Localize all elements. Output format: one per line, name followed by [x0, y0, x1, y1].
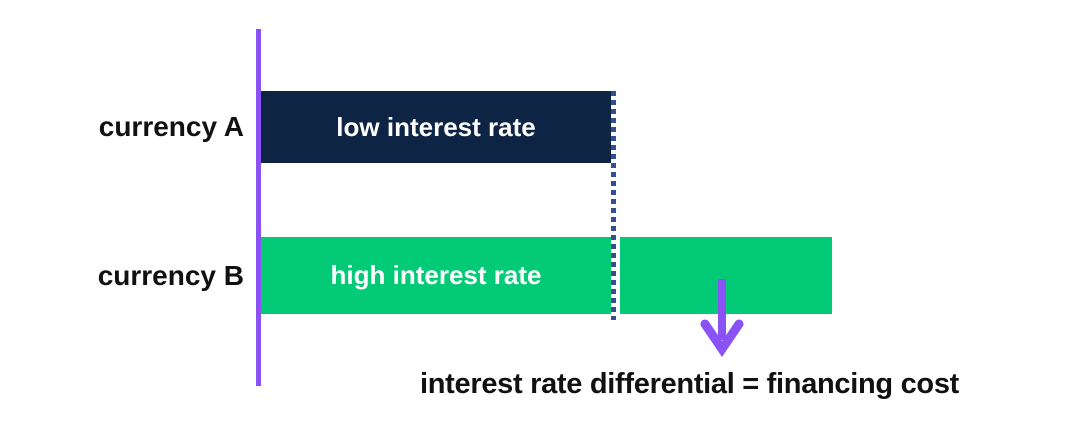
low-interest-bar-label: low interest rate — [336, 111, 536, 142]
high-interest-bar: high interest rate — [261, 237, 611, 314]
dotted-divider-line — [611, 91, 616, 320]
vertical-axis-line — [256, 29, 261, 386]
low-interest-bar: low interest rate — [261, 91, 611, 163]
currency-b-label: currency B — [97, 260, 244, 291]
high-interest-bar-label: high interest rate — [330, 260, 542, 290]
caption-financing-cost: interest rate differential = financing c… — [420, 368, 960, 400]
down-arrow-icon — [700, 276, 744, 358]
currency-a-label: currency A — [98, 111, 244, 142]
